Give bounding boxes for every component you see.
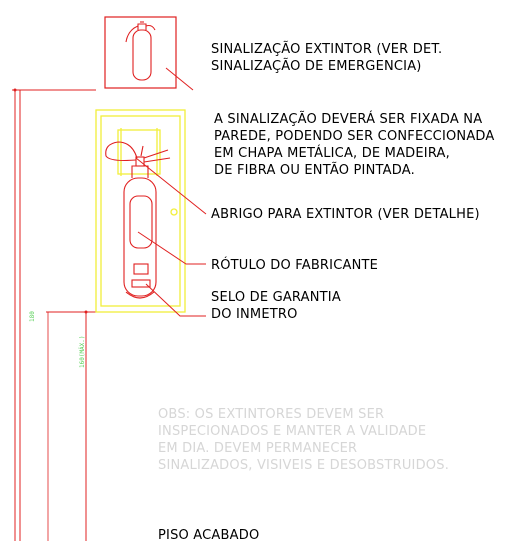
cabinet-label: ABRIGO PARA EXTINTOR (VER DETALHE)	[211, 207, 480, 222]
inmetro-seal-mark	[133, 263, 149, 275]
finished-floor-label: PISO ACABADO	[158, 528, 259, 541]
dimension-160-max: 160(MÁX.)	[79, 335, 86, 368]
fire-extinguisher	[105, 141, 171, 299]
seal-label-line-2: DO INMETRO	[211, 307, 298, 322]
inspection-note-line-2: INSPECIONADOS E MANTER A VALIDADE	[158, 424, 426, 439]
inspection-note-line-3: EM DIA. DEVEM PERMANECER	[158, 441, 357, 456]
inspection-note-line-4: SINALIZADOS, VISIVEIS E DESOBSTRUIDOS.	[158, 458, 449, 473]
callout-leaders	[135, 157, 207, 317]
seal-label-line-1: SELO DE GARANTIA	[211, 290, 341, 305]
signage-label-line-1: SINALIZAÇÃO EXTINTOR (VER DET.	[211, 41, 442, 57]
fixing-note-line-3: EM CHAPA METÁLICA, DE MADEIRA,	[214, 145, 450, 161]
extinguisher-sign	[104, 16, 177, 89]
signage-label-line-2: SINALIZAÇÃO DE EMERGENCIA)	[211, 58, 422, 74]
manufacturer-label: RÓTULO DO FABRICANTE	[211, 257, 378, 273]
inspection-note-line-1: OBS: OS EXTINTORES DEVEM SER	[158, 407, 384, 422]
dimension-lines	[13, 88, 88, 541]
fixing-note-line-1: A SINALIZAÇÃO DEVERÁ SER FIXADA NA	[214, 111, 482, 127]
extinguisher-cabinet	[95, 109, 186, 313]
fixing-note-line-2: PAREDE, PODENDO SER CONFECCIONADA	[214, 129, 495, 144]
fire-extinguisher-icon	[125, 21, 156, 81]
dimension-180: 180	[29, 311, 36, 322]
fixing-note-line-4: DE FIBRA OU ENTÃO PINTADA.	[214, 162, 415, 178]
manufacturer-label-panel	[129, 195, 153, 249]
sign-leader	[165, 67, 194, 91]
